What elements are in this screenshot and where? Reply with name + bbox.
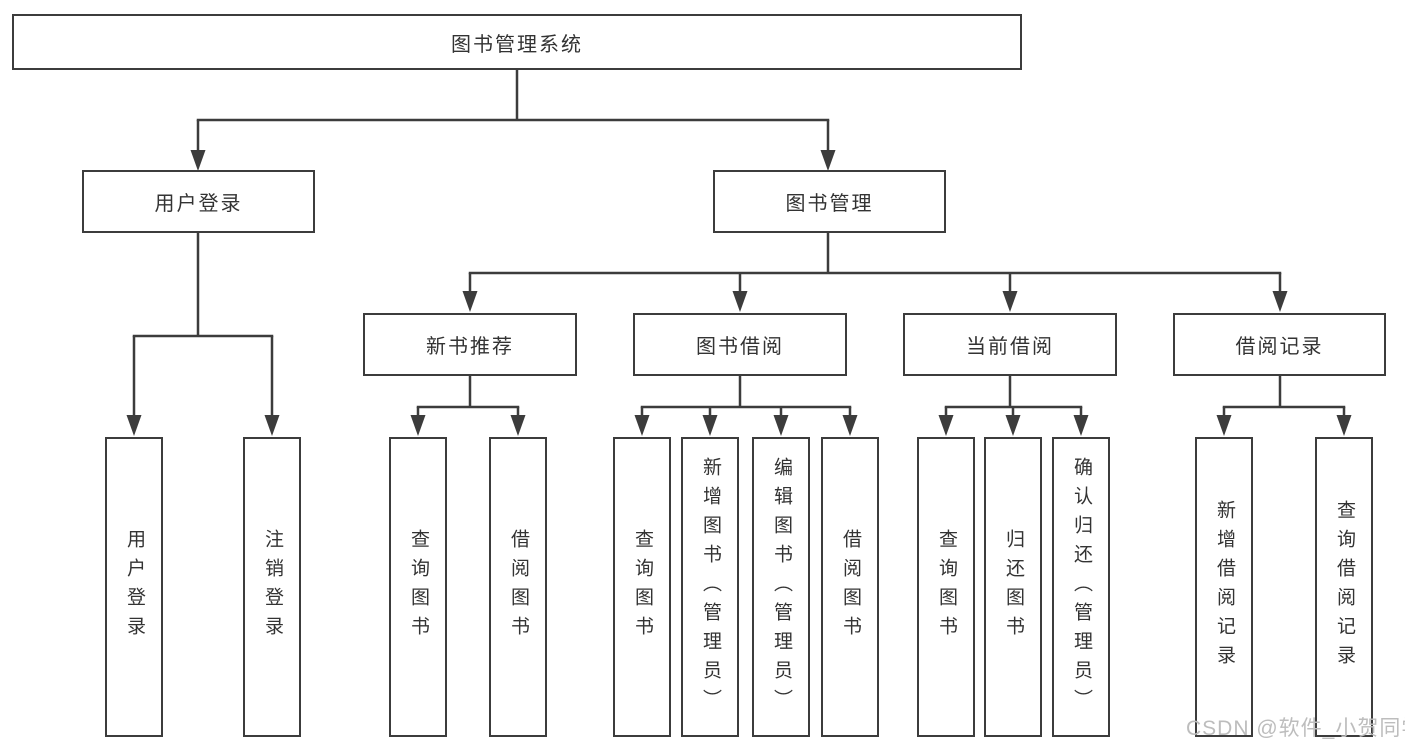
arrowheads: [126, 150, 1352, 436]
node-add-borrow-record: 新增借阅记录: [1195, 437, 1253, 737]
node-label: 图书借阅: [696, 336, 784, 358]
node-label: 确认归还（管理员）: [1070, 456, 1092, 718]
node-label: 新书推荐: [426, 336, 514, 358]
node-label: 新增借阅记录: [1213, 500, 1235, 674]
node-label: 借阅记录: [1235, 336, 1324, 358]
node-label: 用户登录: [154, 193, 243, 215]
node-query-books-borrow: 查询图书: [613, 437, 671, 737]
node-user-login: 用户登录: [82, 170, 315, 233]
node-add-book-admin: 新增图书（管理员）: [681, 437, 739, 737]
node-borrow-books-leaf: 借阅图书: [821, 437, 879, 737]
node-logout: 注销登录: [243, 437, 301, 737]
csdn-watermark: CSDN @软件_小贺同学: [1186, 717, 1405, 740]
node-user-login-leaf: 用户登录: [105, 437, 163, 737]
node-current-borrow: 当前借阅: [903, 313, 1117, 376]
node-label: 图书管理: [785, 193, 874, 215]
node-label: 归还图书: [1002, 529, 1024, 645]
node-label: 编辑图书（管理员）: [770, 456, 792, 718]
node-borrow-records: 借阅记录: [1173, 313, 1386, 376]
node-book-management: 图书管理: [713, 170, 946, 233]
node-book-borrow: 图书借阅: [633, 313, 847, 376]
node-label: 新增图书（管理员）: [699, 456, 721, 718]
node-borrow-books-recommend: 借阅图书: [489, 437, 547, 737]
node-new-book-recommend: 新书推荐: [363, 313, 577, 376]
node-label: 当前借阅: [966, 336, 1054, 358]
node-label: 借阅图书: [507, 529, 529, 645]
node-label: 查询图书: [935, 529, 957, 645]
node-library-management-system: 图书管理系统: [12, 14, 1022, 70]
node-edit-book-admin: 编辑图书（管理员）: [752, 437, 810, 737]
node-label: 注销登录: [261, 529, 283, 645]
node-label: 查询借阅记录: [1333, 500, 1355, 674]
node-label: 用户登录: [123, 529, 145, 645]
node-query-books-current: 查询图书: [917, 437, 975, 737]
node-query-books-recommend: 查询图书: [389, 437, 447, 737]
node-label: 图书管理系统: [451, 33, 583, 56]
node-query-borrow-record: 查询借阅记录: [1315, 437, 1373, 737]
node-label: 借阅图书: [839, 529, 861, 645]
node-label: 查询图书: [407, 529, 429, 645]
node-return-book: 归还图书: [984, 437, 1042, 737]
node-confirm-return-admin: 确认归还（管理员）: [1052, 437, 1110, 737]
node-label: 查询图书: [631, 529, 653, 645]
